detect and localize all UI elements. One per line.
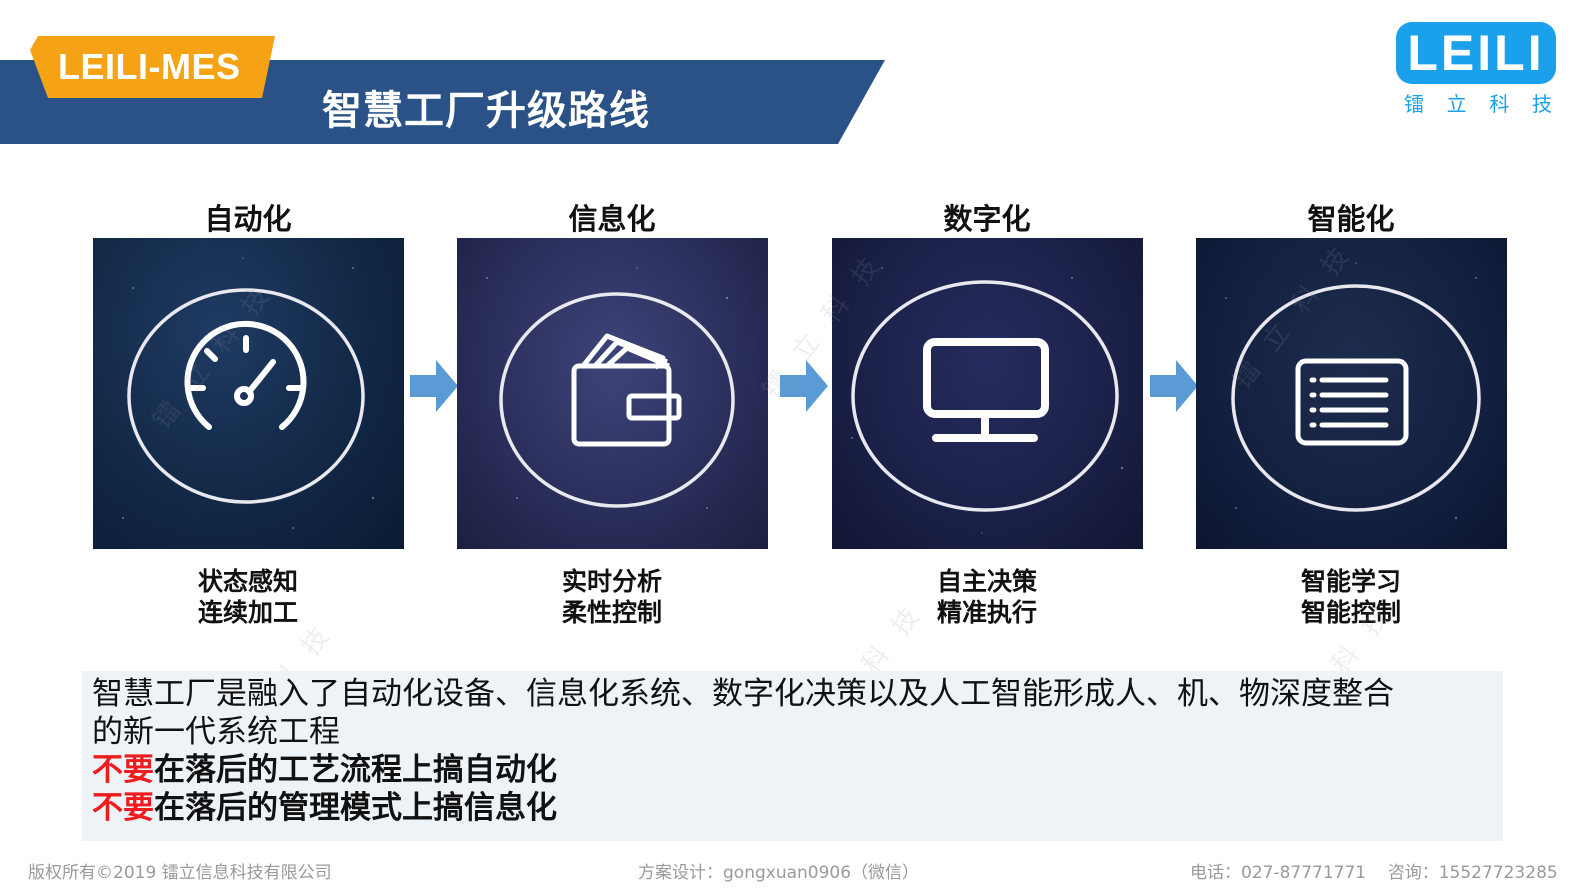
stage-title-intelligence: 智能化: [1307, 202, 1395, 236]
list-icon: [1295, 358, 1409, 446]
footer-copyright: 版权所有©2019 镭立信息科技有限公司: [28, 863, 332, 883]
stage-desc-digitization: 自主决策 精准执行: [832, 566, 1142, 628]
logo-subtitle-char: 技: [1531, 92, 1552, 116]
stage-panel-art: [851, 267, 1124, 534]
stage-title-automation: 自动化: [204, 202, 292, 236]
negative-keyword: 不要: [92, 790, 154, 826]
stage-panel-automation: [93, 238, 404, 549]
footer-design-credit: 方案设计：gongxuan0906（微信）: [638, 863, 920, 883]
brand-badge-label: LEILI-MES: [58, 46, 241, 87]
stage-panel-informatization: [457, 238, 768, 549]
stage-panel-art: [122, 257, 375, 529]
company-logo: [1396, 22, 1556, 84]
negative-keyword: 不要: [92, 752, 154, 788]
logo-subtitle-char: 镭: [1404, 92, 1424, 116]
stage-panel-art: [1225, 262, 1481, 520]
summary-line: 智慧工厂是融入了自动化设备、信息化系统、数字化决策以及人工智能形成人、机、物深度…: [92, 676, 1394, 712]
stage-title-informatization: 信息化: [568, 202, 656, 236]
summary-warning-text: 在落后的工艺流程上搞自动化: [154, 752, 557, 788]
summary-warning-text: 在落后的管理模式上搞信息化: [154, 790, 557, 826]
stage-desc-informatization: 实时分析 柔性控制: [457, 566, 767, 628]
logo-subtitle-char: 立: [1446, 92, 1467, 116]
stage-desc-line: 连续加工: [197, 598, 298, 627]
speedometer-icon: [184, 321, 307, 430]
summary-warning: 不要在落后的管理模式上搞信息化: [92, 789, 1503, 827]
stage-desc-automation: 状态感知 连续加工: [93, 566, 403, 628]
summary-line: 的新一代系统工程: [92, 714, 340, 750]
stage-desc-line: 智能学习: [1300, 567, 1401, 596]
logo-subtitle-char: 科: [1489, 92, 1510, 116]
arrow-right-icon: [410, 360, 458, 412]
brand-badge: [30, 36, 275, 98]
stage-desc-line: 自主决策: [936, 567, 1037, 596]
summary-warning: 不要在落后的工艺流程上搞自动化: [92, 751, 1503, 789]
stage-panel-digitization: [832, 238, 1143, 549]
stage-desc-line: 实时分析: [561, 567, 662, 596]
stage-desc-line: 柔性控制: [561, 598, 662, 627]
monitor-icon: [923, 338, 1049, 442]
summary-box: 智慧工厂是融入了自动化设备、信息化系统、数字化决策以及人工智能形成人、机、物深度…: [82, 671, 1503, 841]
stage-desc-line: 智能控制: [1300, 598, 1401, 627]
wallet-icon: [571, 333, 682, 447]
arrow-right-icon: [780, 360, 828, 412]
company-logo-text: LEILI: [1407, 25, 1545, 81]
stage-desc-line: 精准执行: [936, 598, 1037, 627]
stage-title-digitization: 数字化: [943, 202, 1031, 236]
company-logo-subtitle: 镭 立 科 技: [1404, 88, 1552, 117]
stage-desc-line: 状态感知: [197, 567, 298, 596]
stage-panel-art: [486, 267, 735, 509]
page-title: 智慧工厂升级路线: [322, 88, 650, 134]
stage-desc-intelligence: 智能学习 智能控制: [1196, 566, 1506, 628]
footer-contact: 电话：027-87771771 咨询：15527723285: [1190, 863, 1558, 883]
arrow-right-icon: [1150, 360, 1198, 412]
stage-panel-intelligence: [1196, 238, 1507, 549]
